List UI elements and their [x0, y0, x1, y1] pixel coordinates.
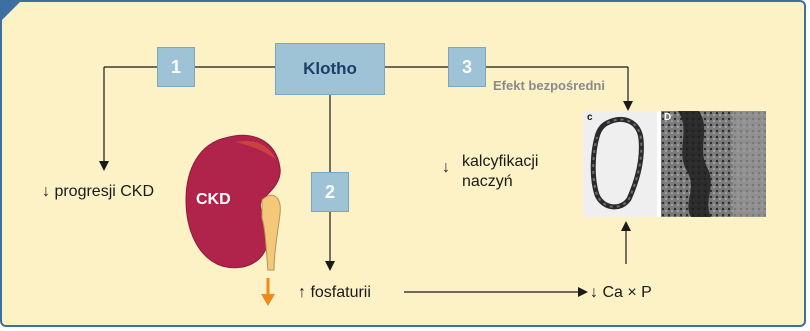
- ureter-icon: [262, 195, 280, 270]
- calcification-line1: kalcyfikacji: [462, 152, 538, 172]
- step-1-box: 1: [157, 47, 195, 87]
- orange-down-arrow-icon: [261, 294, 275, 306]
- panel-c-label: c: [587, 112, 593, 124]
- ckd-label: CKD: [196, 190, 231, 210]
- calcification-line2: naczyń: [462, 172, 513, 192]
- micrograph-drawing: [583, 111, 766, 217]
- micrograph-divider: [657, 111, 661, 217]
- ca-p-label: ↓ Ca × P: [590, 283, 652, 303]
- progression-label: ↓ progresji CKD: [42, 182, 154, 202]
- step-2-box: 2: [311, 172, 349, 212]
- phosphaturia-label: ↑ fosfaturii: [298, 283, 371, 303]
- corner-accent: [0, 0, 26, 26]
- micrograph-image: c D: [583, 111, 766, 217]
- micrograph-light-region: [733, 111, 766, 217]
- step-3-box: 3: [448, 47, 486, 87]
- calcification-arrow: ↓: [442, 158, 450, 178]
- direct-effect-label: Efekt bezpośredni: [493, 76, 605, 96]
- klotho-box: Klotho: [275, 43, 385, 95]
- panel-d-label: D: [664, 112, 671, 124]
